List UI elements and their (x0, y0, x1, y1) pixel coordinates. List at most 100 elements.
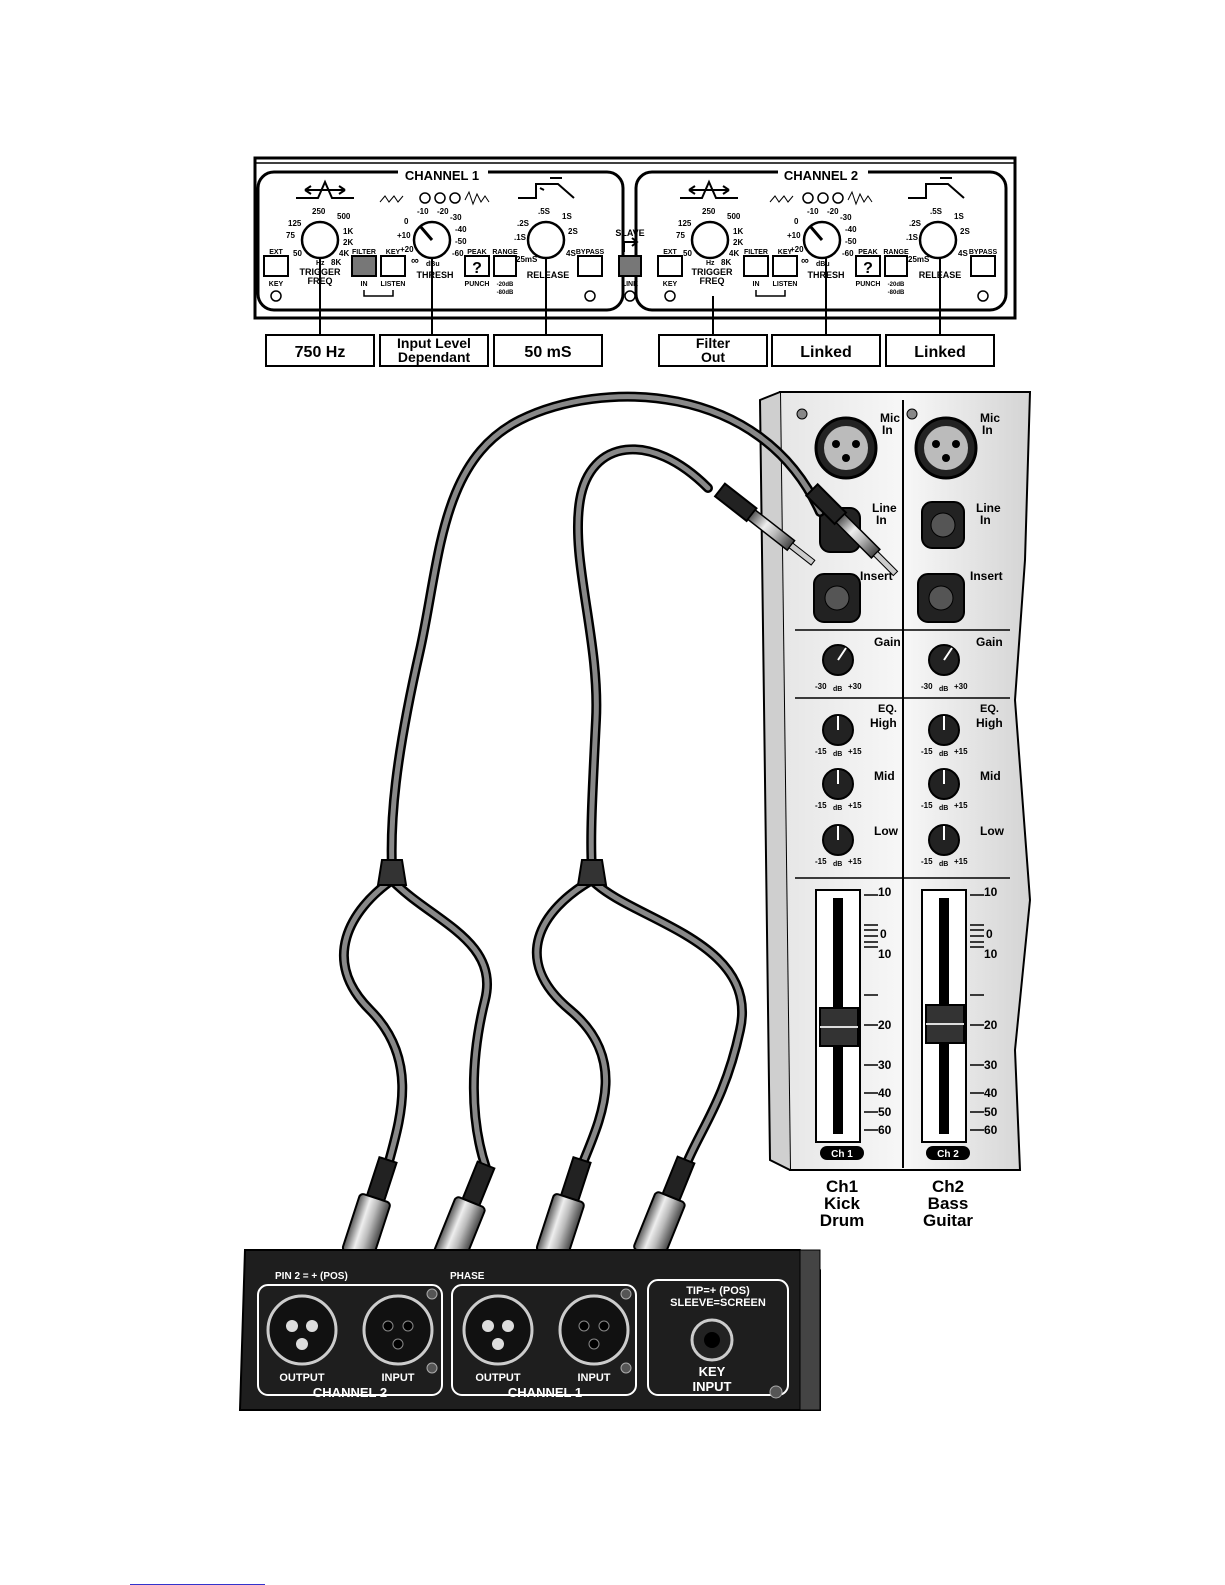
output-xlr-male[interactable] (462, 1294, 534, 1366)
thresh-tick: ∞ (801, 255, 809, 267)
ch2-caption: Ch2 (932, 1177, 964, 1196)
strip-label: Ch 2 (937, 1149, 959, 1160)
thresh-tick: -40 (845, 225, 857, 234)
eq-unit: dB (833, 751, 842, 758)
eq-label: EQ. (878, 703, 897, 715)
freq-tick: 500 (337, 212, 351, 221)
punch-label: PUNCH (465, 281, 490, 288)
trigger-freq-knob[interactable] (690, 220, 730, 260)
callout-box (658, 334, 768, 367)
mid-label: Mid (874, 769, 895, 783)
help-glyph: ? (472, 260, 482, 277)
strip-label-pill (820, 1146, 864, 1160)
filter-in-button[interactable] (743, 255, 769, 277)
trigger-label: TRIGGER (691, 267, 733, 277)
range-value: -20dB (497, 282, 514, 288)
low-label: Low (980, 824, 1005, 838)
freq-tick: 1K (733, 227, 743, 236)
eq-unit: dB (939, 861, 948, 868)
eq-min: -15 (815, 747, 827, 756)
eq-unit: dB (833, 805, 842, 812)
key-listen-button[interactable] (380, 255, 406, 277)
link-label: LINK (622, 281, 638, 288)
scale-label: 20 (984, 1018, 998, 1032)
thresh-tick: -20 (827, 207, 839, 216)
help-glyph: ? (863, 260, 873, 277)
channel1-rear-label: CHANNEL 1 (508, 1385, 582, 1400)
ext-key-button[interactable] (657, 255, 683, 277)
ch1-caption: Kick (824, 1194, 860, 1213)
thresh-tick: +10 (397, 231, 411, 240)
y-splitter (376, 859, 408, 886)
callout-text: Dependant (398, 349, 471, 365)
channel2-rear-label: CHANNEL 2 (313, 1385, 387, 1400)
rear-panel: PIN 2 = + (POS) PHASE OUTPUT INPUT CHANN… (238, 1249, 821, 1411)
release-tick: .5S (538, 207, 551, 216)
freq-tick: 4K (339, 249, 349, 258)
callouts: 750 Hz Input Level Dependant 50 mS Filte… (265, 258, 995, 367)
range-value: -80dB (888, 290, 905, 296)
range-button[interactable] (884, 255, 908, 277)
release-tick: .1S (514, 233, 527, 242)
scale-label: 20 (878, 1018, 892, 1032)
range-value: -20dB (888, 282, 905, 288)
range-button[interactable] (493, 255, 517, 277)
channel2-title: CHANNEL 2 (784, 168, 858, 183)
release-knob[interactable] (918, 220, 958, 260)
peak-punch-button[interactable] (464, 255, 490, 277)
gate-led (449, 192, 461, 204)
thresh-tick: -30 (450, 213, 462, 222)
freq-tick: 8K (331, 258, 341, 267)
eq-max: +15 (954, 801, 968, 810)
scale-label: 10 (984, 885, 998, 899)
input-label: INPUT (382, 1372, 415, 1384)
cable-inner (572, 444, 713, 875)
key-listen-button[interactable] (772, 255, 798, 277)
in-label: In (882, 423, 893, 437)
callout-box (771, 334, 881, 367)
range-label: RANGE (492, 249, 518, 256)
eq-unit: dB (939, 805, 948, 812)
bypass-button[interactable] (577, 255, 603, 277)
line-label: Line (976, 501, 1001, 515)
input-xlr-female[interactable] (558, 1294, 630, 1366)
eq-label: EQ. (980, 703, 999, 715)
output-xlr-male[interactable] (266, 1294, 338, 1366)
trigger-freq-knob[interactable] (300, 220, 340, 260)
thresh-tick: -50 (455, 237, 467, 246)
release-curve-icon (518, 177, 575, 199)
low-label: Low (874, 824, 899, 838)
mic-label: Mic (980, 411, 1000, 425)
filter-in-button[interactable] (351, 255, 377, 277)
link-button[interactable] (618, 255, 642, 277)
key-listen-label: KEY (386, 249, 401, 256)
gain-unit: dB (833, 686, 842, 693)
eq-min: -15 (921, 747, 933, 756)
freq-tick: 1K (343, 227, 353, 236)
eq-unit: dB (939, 751, 948, 758)
release-tick: 25mS (908, 255, 930, 264)
thresh-tick: -50 (845, 237, 857, 246)
callout-box (265, 334, 375, 367)
callout-box (885, 334, 995, 367)
ext-label: EXT (269, 249, 283, 256)
callout-text: Out (701, 349, 725, 365)
range-value: -80dB (497, 290, 514, 296)
thresh-tick: +10 (787, 231, 801, 240)
fader-scale-2: 10 0 10 20 30 40 50 60 (970, 885, 998, 1137)
input-xlr-female[interactable] (362, 1294, 434, 1366)
eq-max: +15 (848, 801, 862, 810)
freq-tick: 75 (286, 231, 295, 240)
ext-key-button[interactable] (263, 255, 289, 277)
in-label: In (982, 423, 993, 437)
bypass-button[interactable] (970, 255, 996, 277)
peak-punch-button[interactable] (855, 255, 881, 277)
callout-text: Linked (914, 344, 966, 361)
ext-label: EXT (663, 249, 677, 256)
release-tick: .2S (517, 219, 530, 228)
freq-tick: 250 (312, 207, 326, 216)
release-knob[interactable] (526, 220, 566, 260)
slave-link: SLAVE LINK (615, 228, 645, 302)
freq-tick: 8K (721, 258, 731, 267)
